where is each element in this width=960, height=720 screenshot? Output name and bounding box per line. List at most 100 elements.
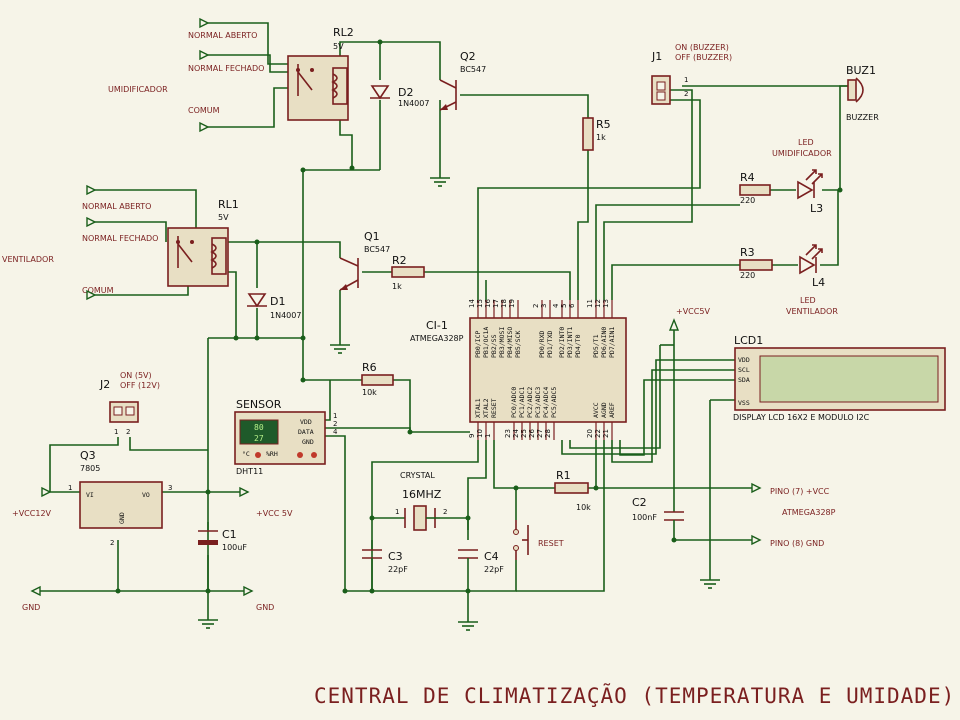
- reset-label: RESET: [538, 539, 564, 548]
- c3-value: 22pF: [388, 565, 408, 574]
- mcu-bottom-pins: 9XTAL110XTAL21RESET23PC0/ADC024PC1/ADC12…: [468, 387, 616, 440]
- q1-ref: Q1: [364, 230, 380, 243]
- mcu-pin-number: 9: [468, 434, 476, 438]
- capacitor-c4: C4 22pF: [458, 549, 504, 574]
- mcu-pin-name: PC4/ADC4: [542, 387, 550, 418]
- c3-ref: C3: [388, 550, 403, 563]
- sensor-hum: 27: [254, 434, 264, 443]
- resistor-r3: R3 220: [739, 246, 773, 280]
- regulator-q3: VI VO GND Q3 7805 1 2 3: [68, 449, 172, 547]
- sensor-ref: SENSOR: [236, 398, 282, 411]
- l4-label2: VENTILADOR: [786, 307, 838, 316]
- term-vcc5-reg: +VCC 5V: [256, 509, 293, 518]
- mcu-pin-number: 11: [586, 299, 594, 308]
- mcu-pin-number: 2: [532, 304, 540, 308]
- sensor-pin-gnd: GND: [302, 438, 314, 446]
- mcu-pin-number: 19: [508, 299, 516, 308]
- q3-pin1-no: 1: [68, 484, 72, 492]
- q1-value: BC547: [364, 245, 390, 254]
- mcu-pin-number: 4: [552, 303, 560, 308]
- d2-ref: D2: [398, 86, 413, 99]
- d1-value: 1N4007: [270, 311, 301, 320]
- q3-pin2-no: 2: [110, 539, 114, 547]
- r1-value: 10k: [576, 503, 591, 512]
- r3-value: 220: [740, 271, 755, 280]
- mcu-pin-name: PC2/ADC2: [526, 387, 534, 418]
- transistor-q2: Q2 BC547: [439, 50, 486, 111]
- q3-pin-vi: VI: [86, 491, 94, 499]
- l3-ref: L3: [810, 202, 823, 215]
- rl2-load: UMIDIFICADOR: [108, 85, 168, 94]
- mcu-pin-number: 6: [568, 303, 576, 308]
- sensor-pin-data: DATA: [298, 428, 314, 436]
- term-gnd-left: GND: [22, 603, 40, 612]
- mcu-pin-number: 28: [544, 429, 552, 438]
- buz1-value: BUZZER: [846, 113, 879, 122]
- c1-value: 100uF: [222, 543, 247, 552]
- q3-pin3-no: 3: [168, 484, 172, 492]
- j2-line2: OFF (12V): [120, 381, 160, 390]
- mcu-pin-name: PC5/ADC5: [550, 387, 558, 418]
- sensor-temp: 80: [254, 423, 264, 432]
- power-terminals: +VCC12V +VCC 5V GND GND +VCC5V PINO (7) …: [12, 307, 836, 612]
- term-gnd-mid: GND: [256, 603, 274, 612]
- crystal-pin1: 1: [395, 508, 399, 516]
- mcu-pin-name: AVCC: [592, 402, 600, 418]
- rl2-contact-com: COMUM: [188, 106, 220, 115]
- mcu-pin-name: PC0/ADC0: [510, 387, 518, 418]
- mcu-pin-name: PD6/AIN0: [600, 327, 608, 358]
- led-l4: L4 LED VENTILADOR: [786, 244, 838, 316]
- mcu-pin-number: 23: [504, 429, 512, 438]
- reset-button: RESET: [513, 520, 564, 560]
- rl2-ref: RL2: [333, 26, 354, 39]
- j1-pin1: 1: [684, 76, 688, 84]
- mcu-pin-number: 22: [594, 429, 602, 438]
- r5-value: 1k: [596, 133, 606, 142]
- r5-ref: R5: [596, 118, 611, 131]
- q3-ref: Q3: [80, 449, 96, 462]
- j2-pin2: 2: [126, 428, 130, 436]
- lcd-pin-vss: VSS: [738, 399, 750, 407]
- r1-ref: R1: [556, 469, 571, 482]
- mcu-pin-number: 20: [586, 429, 594, 438]
- mcu-pin-name: AGND: [600, 402, 608, 418]
- mcu-pin-number: 10: [476, 429, 484, 438]
- sensor-unit-c: °C: [242, 450, 250, 458]
- mcu-pin-name: PC3/ADC3: [534, 387, 542, 418]
- mcu-pin-number: 16: [484, 299, 492, 308]
- r4-ref: R4: [740, 171, 755, 184]
- mcu-pin-number: 14: [468, 299, 476, 308]
- mcu-pin-number: 3: [540, 304, 548, 308]
- mcu-atmega328p: CI-1 ATMEGA328P 14PB0/ICP15PB1/OC1A16PB2…: [410, 299, 627, 440]
- j2-ref: J2: [99, 378, 110, 391]
- c4-value: 22pF: [484, 565, 504, 574]
- relay-terminals: [86, 17, 210, 301]
- mcu-pin-number: 21: [602, 429, 610, 438]
- mcu-pin-name: PD3/INT1: [566, 327, 574, 358]
- term-pino7: PINO (7) +VCC: [770, 487, 830, 496]
- rl2-contact-no: NORMAL ABERTO: [188, 31, 257, 40]
- mcu-pin-number: 17: [492, 299, 500, 308]
- ground-symbols: [198, 177, 720, 631]
- mcu-pin-name: XTAL2: [482, 398, 490, 418]
- mcu-pin-number: 1: [484, 434, 492, 438]
- lcd-value: DISPLAY LCD 16X2 E MODULO I2C: [733, 413, 870, 422]
- led-l3: L3 LED UMIDIFICADOR: [772, 138, 832, 215]
- c4-ref: C4: [484, 550, 499, 563]
- resistor-r1: R1 10k: [554, 469, 591, 512]
- mcu-pin-number: 13: [602, 299, 610, 308]
- resistor-r5: R5 1k: [582, 117, 611, 151]
- d2-value: 1N4007: [398, 99, 429, 108]
- j1-line1: ON (BUZZER): [675, 43, 729, 52]
- wires: [40, 22, 848, 620]
- capacitor-c2: C2 100nF: [632, 496, 684, 525]
- q2-ref: Q2: [460, 50, 476, 63]
- r4-value: 220: [740, 196, 755, 205]
- q2-value: BC547: [460, 65, 486, 74]
- mcu-value: ATMEGA328P: [410, 334, 464, 343]
- l3-label1: LED: [798, 138, 814, 147]
- jumper-j2: J2 ON (5V) OFF (12V) 1 2: [99, 371, 160, 436]
- sensor-pin4-no: 4: [333, 428, 338, 436]
